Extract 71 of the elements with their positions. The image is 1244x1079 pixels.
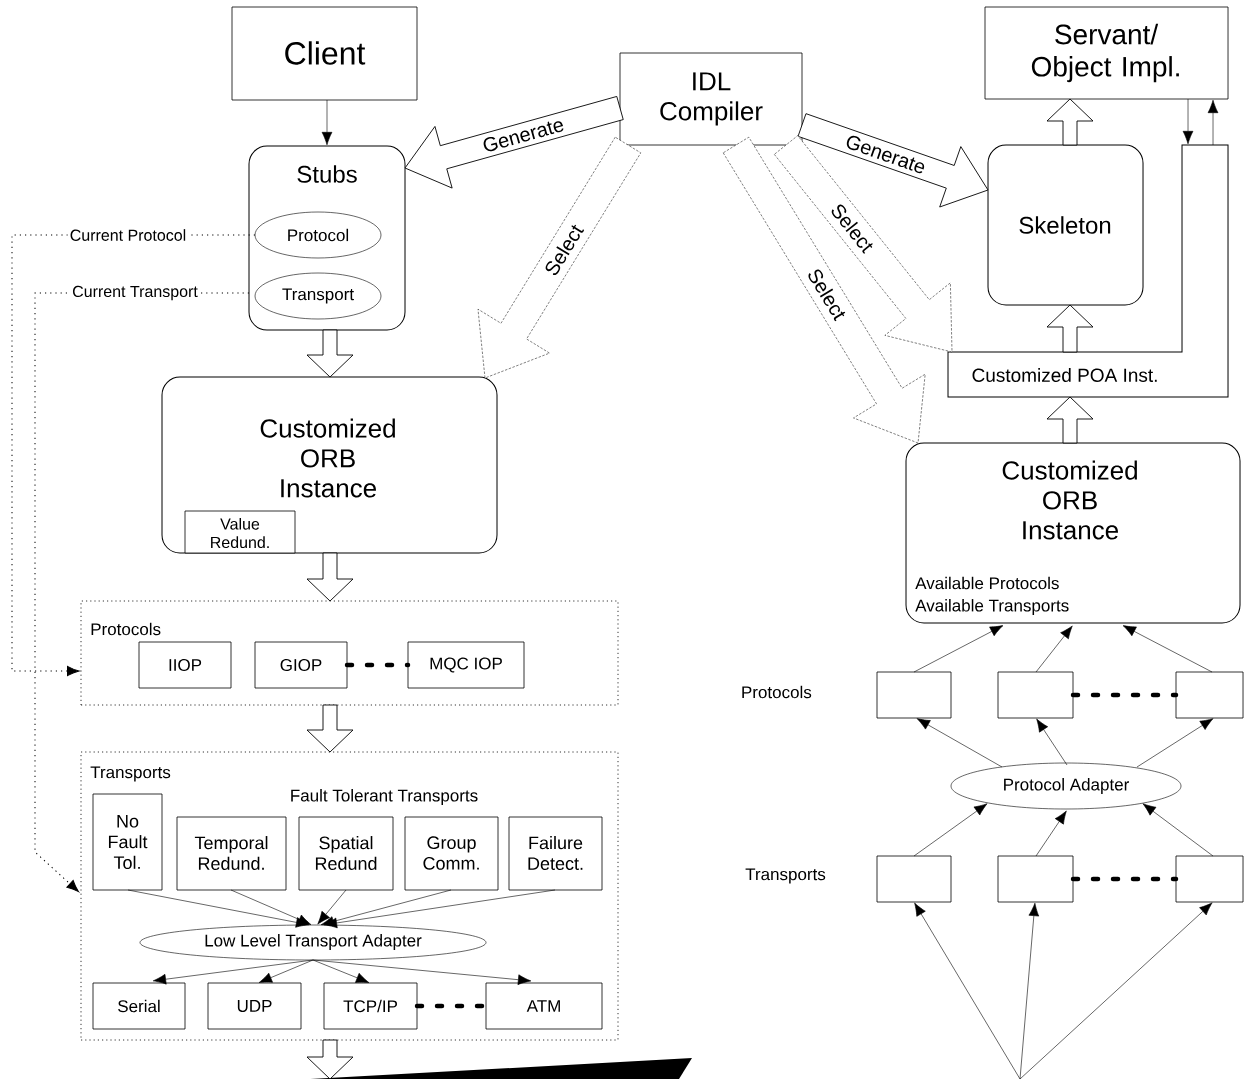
process-box: MQC IOP: [407, 641, 525, 689]
process-box: ATM: [485, 982, 603, 1030]
empty-box: [876, 671, 952, 719]
arrow: [1136, 718, 1214, 768]
block-arrow: [306, 552, 354, 602]
arrow: [323, 889, 556, 929]
arrow: [1035, 810, 1067, 857]
arrow: [312, 959, 532, 985]
arrow: [1019, 902, 1213, 1079]
process-box: IDL Compiler: [619, 52, 803, 146]
ellipse-node: Low Level Transport Adapter: [139, 924, 487, 961]
arrow: [1207, 99, 1219, 146]
block-arrow: [1046, 396, 1094, 444]
block-arrow: [404, 96, 624, 189]
process-box: GIOP: [254, 641, 348, 689]
process-box: Client: [231, 6, 418, 101]
block-arrow: [306, 1039, 354, 1079]
block-arrow: [1046, 98, 1094, 146]
arrow: [152, 959, 314, 985]
arrow: [258, 959, 314, 983]
arrow: [312, 959, 370, 983]
block-arrow: [1046, 304, 1094, 353]
empty-box: [1175, 855, 1244, 903]
arrow: [1019, 902, 1040, 1079]
label-text: Protocols: [742, 685, 812, 699]
arrow: [1142, 803, 1214, 857]
arrow: [914, 902, 1021, 1079]
arrow: [1036, 718, 1068, 766]
edge-label: Current Transport: [70, 283, 200, 303]
arrow: [317, 889, 347, 925]
dashed-block-arrow: [477, 136, 642, 379]
edge-label: Generate: [483, 121, 564, 152]
dashed-block-arrow: [774, 135, 953, 353]
process-box: Temporal Redund.: [176, 816, 287, 891]
ellipse-node: Protocol: [254, 211, 382, 259]
arrow: [913, 803, 988, 857]
process-box: Value Redund.: [184, 510, 296, 554]
arrow: [321, 99, 333, 146]
label-text: Fault Tolerant Transports: [291, 789, 478, 805]
empty-box: [997, 855, 1074, 903]
process-box: UDP: [207, 982, 302, 1030]
block-arrow: [797, 113, 989, 208]
arrow: [1122, 625, 1213, 673]
ellipse-node: Protocol Adapter: [950, 762, 1182, 810]
ellipsis-dashes: [344, 662, 411, 668]
rounded-box: Customized ORB Instance Available Protocols Available Transports: [905, 442, 1241, 624]
process-box: Serial: [92, 982, 186, 1030]
arrow: [913, 625, 1004, 673]
process-box: Spatial Redund: [298, 816, 394, 891]
empty-box: [997, 671, 1074, 719]
rounded-box: Skeleton: [987, 144, 1144, 306]
dashed-block-arrow: [722, 136, 926, 444]
ellipsis-dashes: [1070, 876, 1179, 882]
arrow: [1035, 625, 1073, 673]
label-text: Transports: [745, 868, 826, 884]
process-box: IIOP: [138, 641, 232, 689]
process-box: Servant/ Object Impl.: [984, 6, 1229, 100]
block-arrow: [306, 704, 354, 753]
process-box: No Fault Tol.: [92, 793, 163, 891]
process-box: TCP/IP: [323, 982, 418, 1030]
ellipsis-dashes: [1070, 692, 1179, 698]
empty-box: [1175, 671, 1244, 719]
arrow: [1182, 98, 1194, 145]
arrow: [916, 718, 1003, 768]
edge-label: Current Protocol: [67, 227, 189, 243]
process-box: Failure Detect.: [508, 816, 603, 891]
ellipse-node: Transport: [254, 272, 382, 320]
block-arrow: [306, 329, 354, 378]
process-box: Group Comm.: [404, 816, 499, 891]
empty-box: [876, 855, 952, 903]
arrow: [230, 889, 312, 925]
